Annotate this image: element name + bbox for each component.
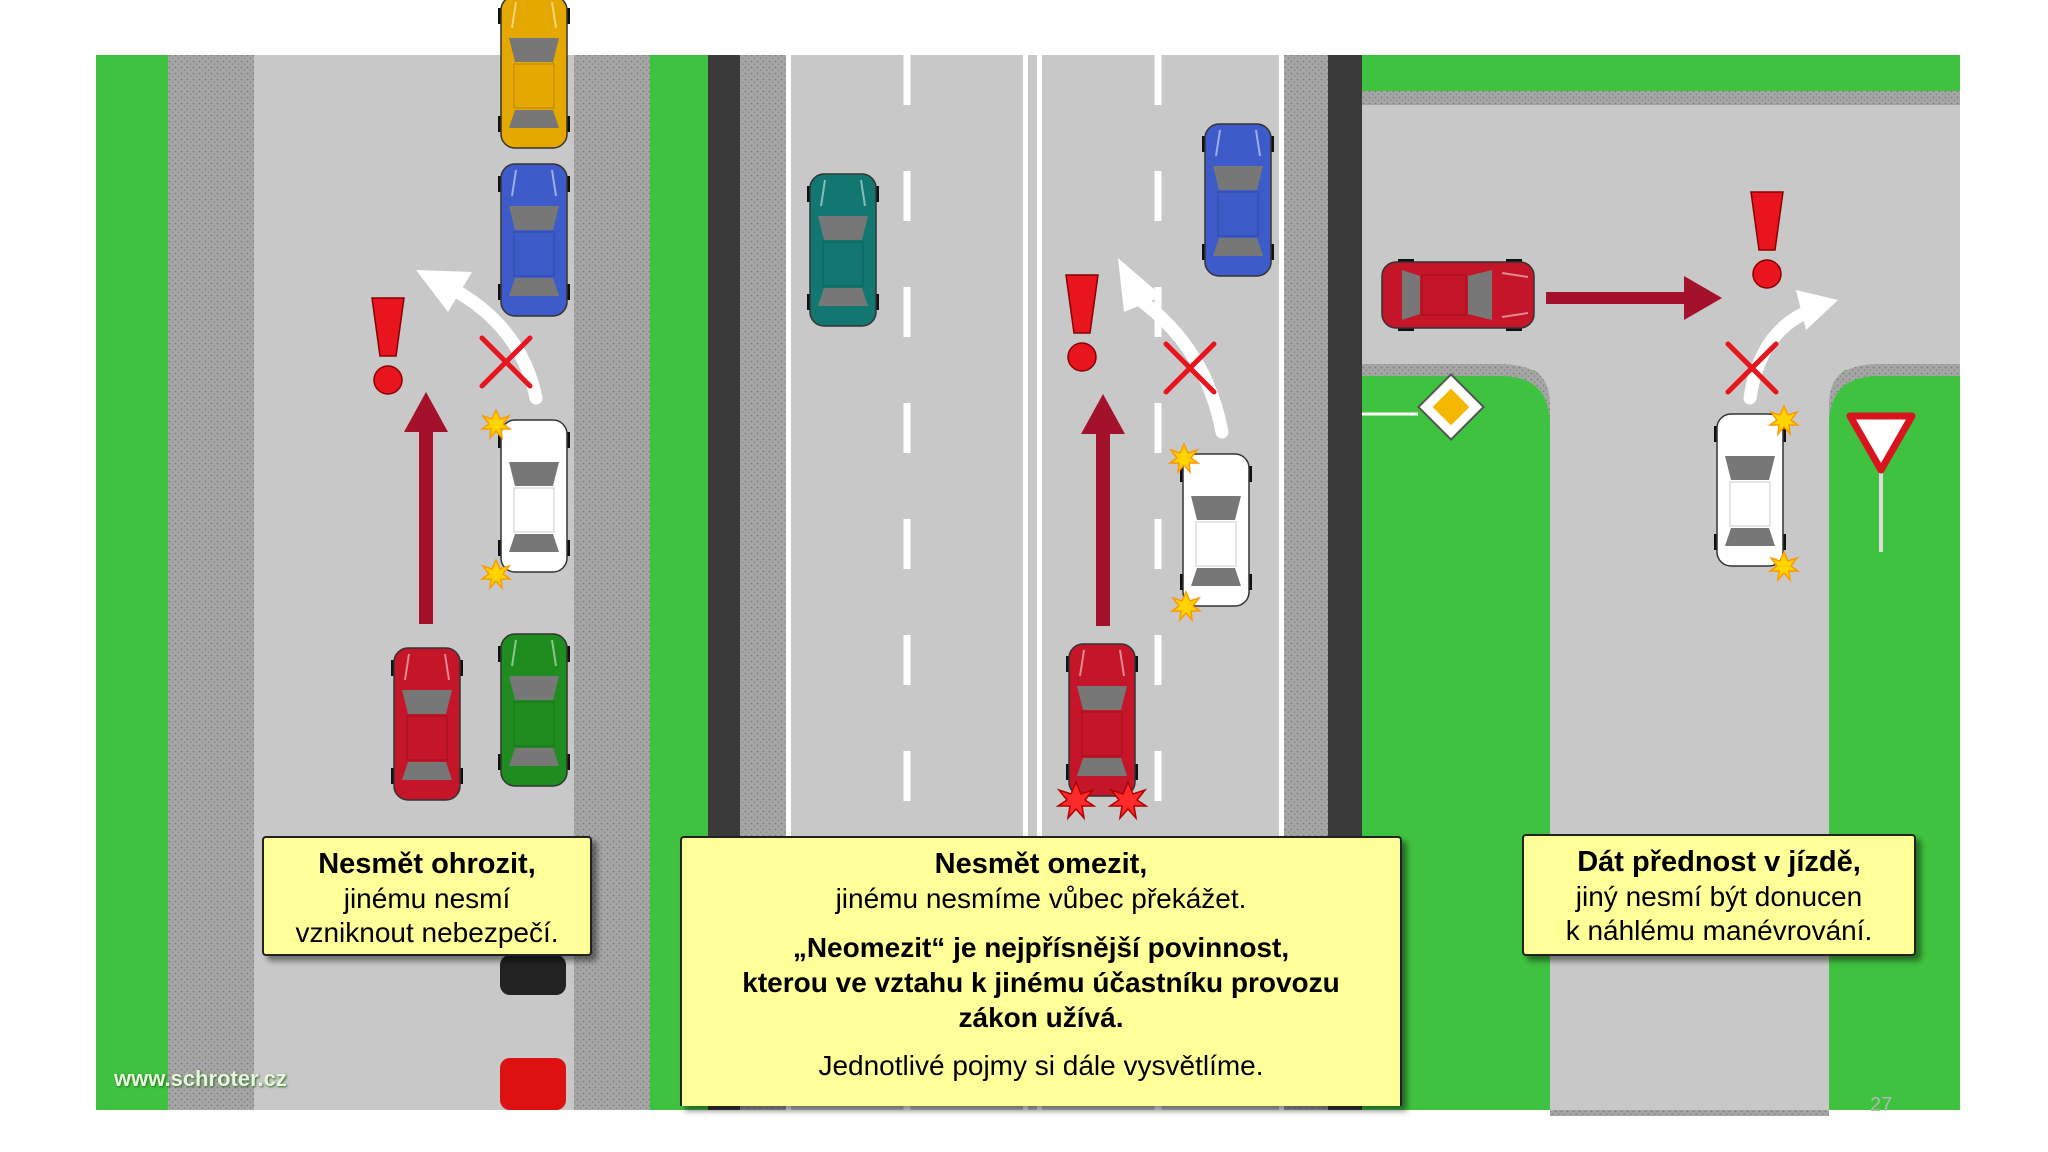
car-black [500, 955, 566, 995]
callout-text: k náhlému manévrování. [1565, 915, 1873, 946]
callout-title: Nesmět ohrozit, [318, 848, 536, 880]
callout-text: vzniknout nebezpečí. [295, 917, 559, 948]
car-red [1381, 258, 1535, 332]
car-red [1065, 643, 1139, 797]
callout-text: jiný nesmí být donucen [1575, 881, 1863, 912]
callout-emphasis: kterou ve vztahu k jinému účastníku prov… [742, 967, 1340, 998]
yield-sign-icon [1846, 412, 1916, 552]
arrow-forward [1081, 394, 1125, 626]
arrow-turn-left [1118, 258, 1229, 439]
callout-title: Nesmět omezit, [934, 848, 1148, 880]
callout-title: Dát přednost v jízdě, [1577, 846, 1861, 878]
callout-text: jinému nesmíme vůbec překážet. [835, 883, 1247, 914]
callout-emphasis: „Neomezit“ je nejpřísnější povinnost, [792, 932, 1290, 963]
car-blue [1201, 123, 1275, 277]
car-yellow [497, 0, 571, 149]
priority-road-sign-icon [1417, 373, 1485, 441]
car-white [497, 419, 571, 573]
callout-emphasis: zákon užívá. [958, 1002, 1124, 1033]
callout-give-way: Dát přednost v jízdě, jiný nesmí být don… [1522, 834, 1916, 956]
panel-left [96, 0, 654, 1110]
car-red [390, 647, 464, 801]
page-number: 27 [1870, 1094, 1893, 1116]
car-green [497, 633, 571, 787]
car-teal [806, 173, 880, 327]
car-white [1179, 453, 1253, 607]
callout-text: jinému nesmí [343, 883, 511, 914]
car-blue [497, 163, 571, 317]
car-white [1713, 413, 1787, 567]
callout-restrict: Nesmět omezit, jinému nesmíme vůbec přek… [680, 836, 1402, 1106]
callout-text: Jednotlivé pojmy si dále vysvětlíme. [818, 1050, 1264, 1081]
arrow-turn-right [1743, 290, 1838, 405]
watermark: www.schroter.cz [114, 1066, 287, 1091]
car-red-bottom [500, 1058, 566, 1110]
arrow-right [1546, 276, 1722, 320]
arrow-turn-left [416, 270, 543, 405]
arrow-forward [404, 392, 448, 624]
callout-endanger: Nesmět ohrozit, jinému nesmí vzniknout n… [262, 836, 592, 956]
